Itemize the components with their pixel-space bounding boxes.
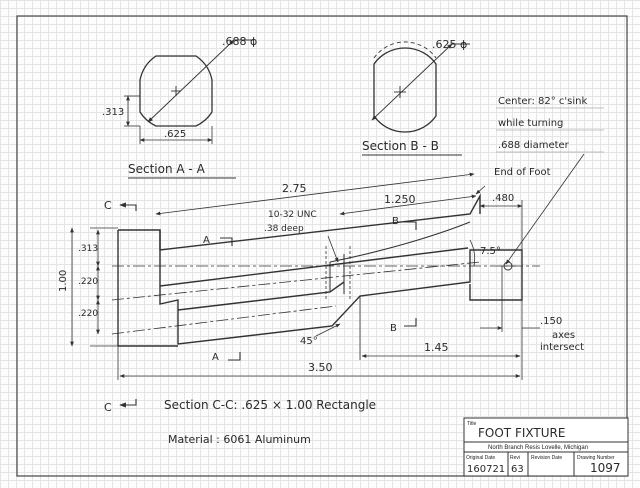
title-block-title: FOOT FIXTURE <box>478 426 565 440</box>
original-date-label: Original Date <box>466 455 495 461</box>
title-block-company: North Branch Resis Lovelle, Michigan <box>488 445 588 451</box>
material-note: Material : 6061 Aluminum <box>168 433 311 446</box>
dim-145-label: 1.45 <box>424 341 449 354</box>
section-a-diameter-leader <box>147 39 235 123</box>
label-c-top: C <box>104 199 112 212</box>
dimension-lines <box>70 172 540 380</box>
section-a-title: Section A - A <box>128 162 206 176</box>
dim-625-label: .625 <box>164 129 186 140</box>
label-b-bottom: B <box>390 323 397 334</box>
section-c-note: Section C-C: .625 × 1.00 Rectangle <box>164 398 376 412</box>
dim-480-label: .480 <box>492 193 514 204</box>
dim-220b-label: .220 <box>78 309 98 319</box>
angle-75-label: 7.5° <box>480 246 501 257</box>
rev-value: 63 <box>511 464 524 475</box>
title-block <box>463 417 629 477</box>
centerlines <box>111 261 540 335</box>
dim-100-label: 1.00 <box>58 270 69 292</box>
drawing-number-value: 1097 <box>590 461 621 475</box>
axes-label-1: axes <box>552 330 575 341</box>
section-b-diameter-leader <box>371 43 453 121</box>
note-line-2: while turning <box>498 118 563 129</box>
revision-date-label: Revision Date <box>531 455 562 461</box>
side-view <box>117 193 523 347</box>
note-line-1: Center: 82° c'sink <box>498 96 588 107</box>
section-a-diameter-label: .688 ϕ <box>222 35 257 48</box>
dim-313-side-label: .313 <box>78 244 98 254</box>
section-markers <box>119 202 417 408</box>
end-of-foot-label: End of Foot <box>494 167 551 178</box>
label-c-bottom: C <box>104 401 112 414</box>
axes-label-2: intersect <box>540 342 584 353</box>
note-leader <box>505 153 585 265</box>
section-b-diameter-label: .625 ϕ <box>432 38 467 51</box>
part-outline <box>118 229 523 345</box>
dim-1250-label: 1.250 <box>384 193 416 206</box>
tap-label: 10-32 UNC <box>268 210 317 220</box>
dim-313-label: .313 <box>102 107 124 118</box>
dim-220a-label: .220 <box>78 277 98 287</box>
label-a-bottom: A <box>212 352 219 363</box>
section-b-b <box>371 41 470 133</box>
sheet-border <box>16 15 628 477</box>
title-block-title-label: Title <box>467 421 476 427</box>
dim-150-label: .150 <box>540 316 562 327</box>
dim-275-label: 2.75 <box>282 182 307 195</box>
section-a-a <box>124 39 254 144</box>
section-b-title: Section B - B <box>362 139 439 153</box>
tap-depth-label: .38 deep <box>264 224 304 234</box>
angle-45-label: 45° <box>300 336 318 347</box>
dim-350-label: 3.50 <box>308 361 333 374</box>
drawing-number-label: Drawing Number <box>577 455 615 461</box>
original-date-value: 160721 <box>467 464 505 475</box>
section-b-circle <box>373 47 437 133</box>
label-a-top: A <box>203 235 210 246</box>
rev-label: Revi <box>510 455 520 461</box>
label-b-top: B <box>392 216 399 227</box>
note-line-3: .688 diameter <box>498 140 570 151</box>
